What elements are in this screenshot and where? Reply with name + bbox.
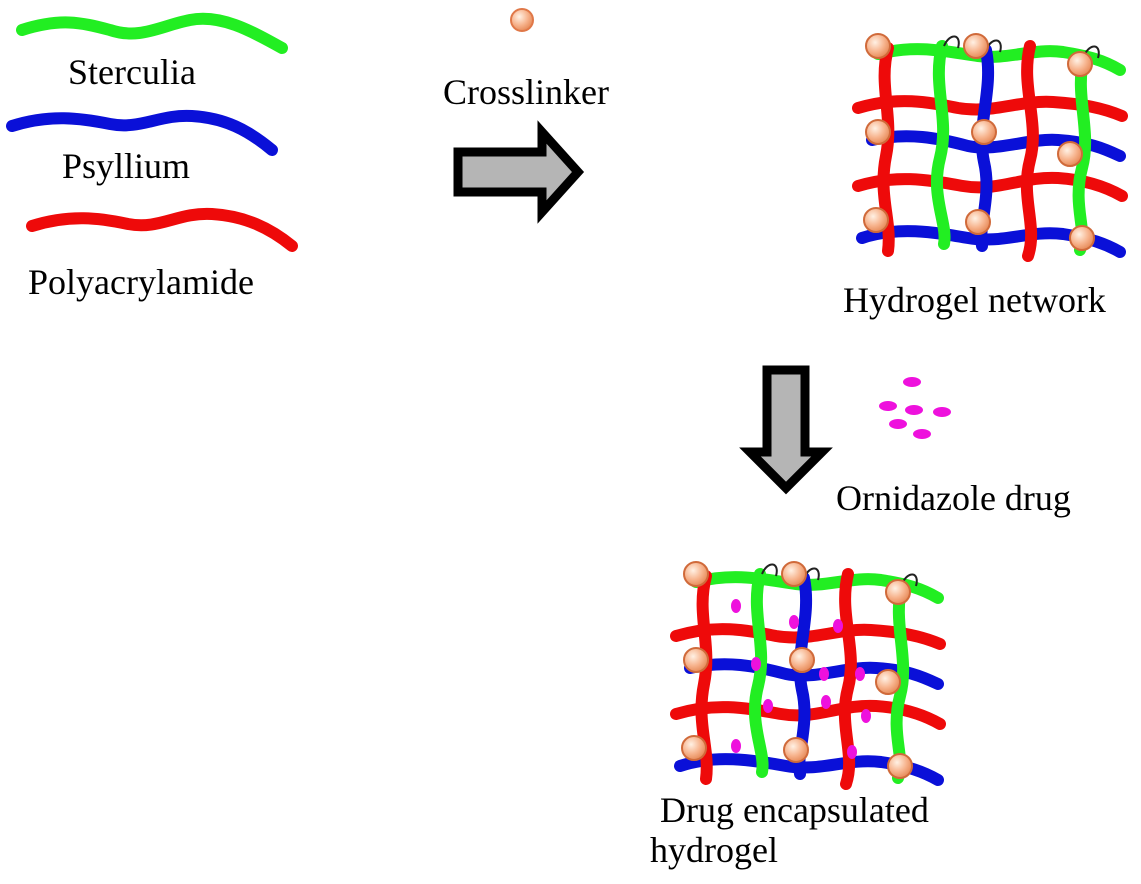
drug-dot-1 <box>903 377 921 387</box>
crosslinker-bead-1 <box>865 33 891 59</box>
encapsulated-drug-dot-3 <box>833 619 843 633</box>
encapsulated-drug-dot-11 <box>847 745 857 759</box>
strand-end-curl-1 <box>943 35 960 49</box>
drug-dot-6 <box>889 419 907 429</box>
crosslinker-bead-6 <box>875 669 901 695</box>
drug-dot-4 <box>933 407 951 417</box>
crosslinker-bead-2 <box>963 33 989 59</box>
vertical-strand-2 <box>748 568 769 778</box>
crosslinker-bead-4 <box>683 647 709 673</box>
ornidazole-drug-dots <box>879 377 951 439</box>
polyacrylamide-label: Polyacrylamide <box>28 262 254 302</box>
sterculia-strand <box>16 12 288 54</box>
encapsulated-drug-dot-2 <box>789 615 799 629</box>
vertical-strand-4 <box>1020 40 1039 262</box>
horizontal-strand-3 <box>866 130 1126 162</box>
sterculia-label: Sterculia <box>68 52 196 92</box>
down-arrow-icon <box>739 365 833 495</box>
crosslinker-bead-5 <box>789 647 815 673</box>
vertical-strand-2 <box>930 40 951 250</box>
crosslinker-bead-9 <box>1069 225 1095 251</box>
polyacrylamide-strand <box>26 207 298 252</box>
crosslinker-bead-8 <box>783 737 809 763</box>
psyllium-strand <box>6 109 278 156</box>
encapsulated-drug-dot-4 <box>751 657 761 671</box>
encapsulated-drug-dot-1 <box>731 599 741 613</box>
drug-dot-3 <box>905 405 923 415</box>
drug-dot-2 <box>879 401 897 411</box>
strand-end-curl-1 <box>761 563 778 577</box>
crosslinker-bead-1 <box>683 561 709 587</box>
horizontal-strand-4 <box>852 171 1128 202</box>
hydrogel-network-label: Hydrogel network <box>843 280 1106 320</box>
encapsulated-drug-dot-10 <box>731 739 741 753</box>
encapsulated-drug-dot-9 <box>861 709 871 723</box>
crosslinker-bead-7 <box>863 207 889 233</box>
crosslinker-label: Crosslinker <box>443 72 609 112</box>
drug-hydrogel-label-line2: hydrogel <box>650 830 778 870</box>
right-arrow-icon <box>453 120 585 224</box>
encapsulated-drug-dot-6 <box>855 667 865 681</box>
crosslinker-bead <box>510 8 534 32</box>
crosslinker-bead-8 <box>965 209 991 235</box>
ornidazole-drug-label: Ornidazole drug <box>836 478 1071 518</box>
encapsulated-drug-dot-7 <box>763 699 773 713</box>
drug-dot-5 <box>913 429 931 439</box>
crosslinker-bead-6 <box>1057 141 1083 167</box>
psyllium-label: Psyllium <box>62 146 190 186</box>
horizontal-strand-4 <box>670 699 946 730</box>
crosslinker-bead-9 <box>887 753 913 779</box>
crosslinker-bead-3 <box>1067 51 1093 77</box>
crosslinker-bead-2 <box>781 561 807 587</box>
crosslinker-bead-5 <box>971 119 997 145</box>
drug-encapsulated-hydrogel <box>670 561 946 790</box>
crosslinker-bead-7 <box>681 735 707 761</box>
hydrogel-network <box>852 33 1128 262</box>
encapsulated-drug-dot-5 <box>819 667 829 681</box>
drug-hydrogel-label-line1: Drug encapsulated <box>660 790 929 830</box>
encapsulated-drug-dot-8 <box>821 695 831 709</box>
crosslinker-bead-3 <box>885 579 911 605</box>
crosslinker-bead-4 <box>865 119 891 145</box>
